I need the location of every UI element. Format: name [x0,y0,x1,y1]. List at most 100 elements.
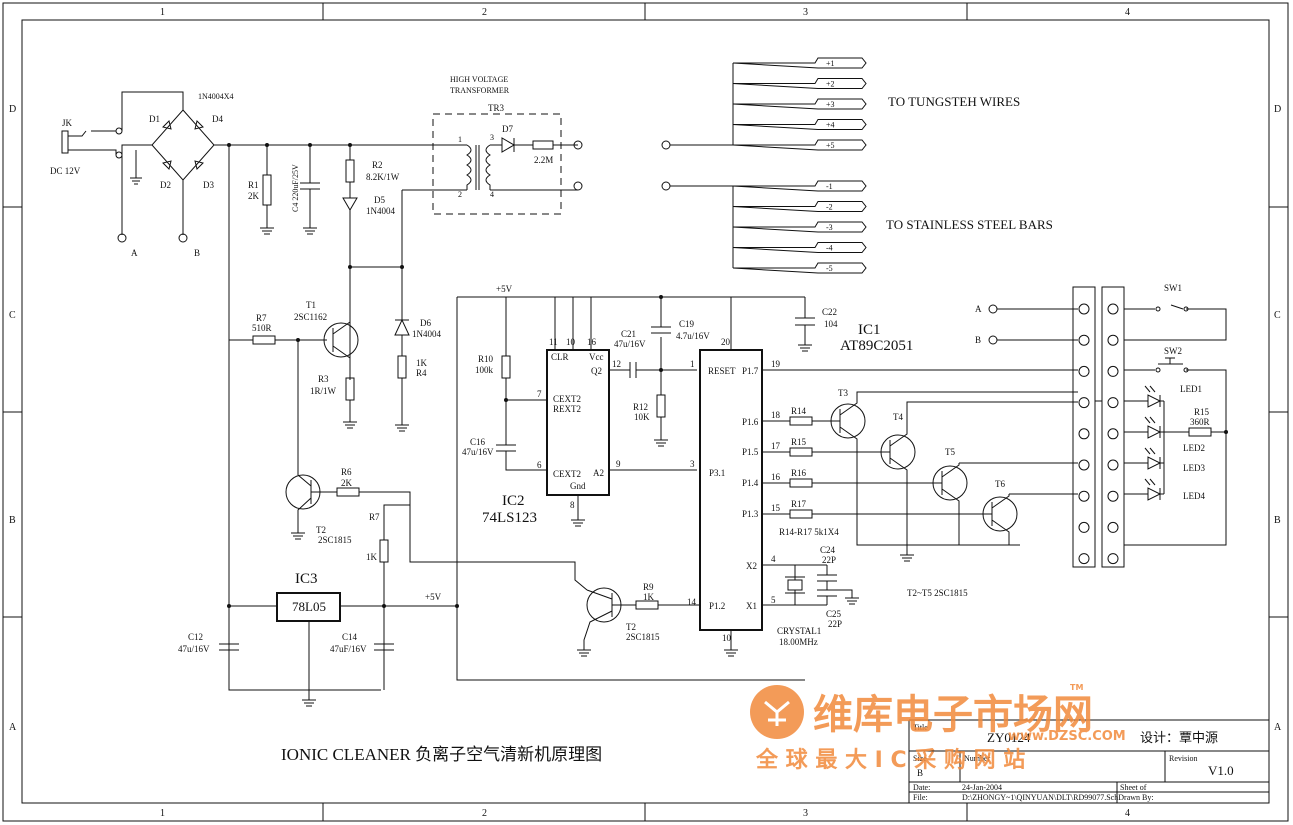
connector-pin [1078,303,1090,315]
p31-pin: P3.1 [709,468,725,478]
r6-resistor [336,487,360,497]
tungsten-wires-label: TO TUNGSTEH WIRES [888,94,1020,109]
ic1-label: IC1 [858,322,881,338]
connector-pin [1107,334,1119,346]
ic1-mcu [699,349,763,631]
led-2 [1124,416,1164,439]
r10-resistor [501,355,511,379]
d6-diode [394,318,410,336]
crystal-label: CRYSTAL1 [777,626,821,636]
port-plus-label: +3 [826,100,835,109]
d7-diode [501,137,578,153]
row-label: D [1274,104,1281,115]
c12-label: C12 [188,632,203,642]
r7b-label: R7 [369,512,380,522]
r15b-value: 360R [1190,417,1210,427]
hv-label-2: TRANSFORMER [450,86,510,95]
tr3-label: TR3 [488,103,505,113]
c14-label: C14 [342,632,358,642]
steel-bars-label: TO STAINLESS STEEL BARS [886,217,1053,232]
row-label: B [9,515,16,526]
t2a-value: 2SC1815 [318,535,352,545]
connector-pin [1078,459,1090,471]
pin-12: 12 [612,359,621,369]
c22-label: C22 [822,307,837,317]
r12-label: R12 [633,402,648,412]
title-value: ZY0124 [987,730,1031,745]
col-label: 1 [160,7,165,18]
p15-pin: P1.5 [742,447,759,457]
port-minus-label: -1 [826,182,833,191]
r12-resistor [656,394,666,418]
port-plus-label: +1 [826,59,835,68]
bridge-diodes [162,120,204,170]
port-minus-label: -4 [826,244,833,253]
left-driver-section: R7 510R T1 2SC1162 R3 1R/1W T2 2SC1815 R… [178,145,588,707]
led4-label: LED4 [1183,491,1205,501]
c14-value: 47uF/16V [330,644,367,654]
sheet-label: Sheet of [1120,783,1147,792]
d6-value: 1N4004 [412,329,441,339]
pin-18: 18 [771,410,781,420]
r16-resistor [789,478,813,488]
clr-pin: CLR [551,352,569,362]
ic2-value: 74LS123 [482,510,537,526]
c24-label: C24 [820,545,836,555]
r1-resistor [262,174,272,206]
port-minus-label: -2 [826,203,833,212]
pin-1-ic1: 1 [690,359,695,369]
connector-pin [1078,521,1090,533]
c19-value: 4.7u/16V [676,331,710,341]
c16-label: C16 [470,437,486,447]
jk-label: JK [62,118,73,128]
d5-value: 1N4004 [366,206,395,216]
port-plus-1 [732,57,867,69]
t2b-label: T2 [626,622,636,632]
connector-pin [1107,365,1119,377]
watermark-url: www.DZSC.COM [1008,729,1126,744]
port-plus-3 [732,98,867,110]
r7a-label: R7 [256,313,267,323]
port-minus-label: -3 [826,223,833,232]
r7a-value: 510R [252,323,272,333]
vcc-pin: Vcc [589,352,604,362]
connector-pin [1107,397,1119,409]
connector-pin [1078,397,1090,409]
t2b-value: 2SC1815 [626,632,660,642]
designer: 设计：覃中源 [1140,730,1218,745]
row-label: B [1274,515,1281,526]
t1-transistor [323,322,359,358]
r4-value: 1K [416,358,428,368]
port-plus-2 [732,78,867,89]
pin-15: 15 [771,503,781,513]
ic3-label: IC3 [295,571,318,587]
col-label: 1 [160,808,165,819]
pin-3: 3 [490,133,494,142]
pin-16: 16 [587,337,597,347]
plus5-rail-label: +5V [496,284,513,294]
r7b-value: 1K [366,552,378,562]
size-value: B [917,768,923,778]
col-label: 4 [1125,808,1130,819]
t3-label: T3 [838,388,848,398]
row-label: A [9,722,17,733]
col-label: 3 [803,7,808,18]
title-block: IONIC CLEANER 负离子空气清新机原理图 Title ZY0124 设… [281,719,1269,803]
r14-label: R14 [791,406,807,416]
port-plus-5 [732,139,867,151]
connector-right [1101,286,1125,568]
p12-pin: P1.2 [709,601,725,611]
pin-14: 14 [687,597,697,607]
row-label: C [9,310,16,321]
ic1-value: AT89C2051 [840,338,913,354]
hv-transformer: HIGH VOLTAGE TRANSFORMER TR3 1 2 3 4 D7 … [432,75,583,215]
port-minus-5 [732,262,867,274]
date-label: Date: [913,783,930,792]
r17-resistor [789,509,813,519]
r-2m2 [532,140,554,150]
p17-pin: P1.7 [742,366,759,376]
plus5-label: +5V [425,592,442,602]
rext2-pin: REXT2 [553,404,581,414]
ic3-value: 78L05 [292,599,326,614]
bridge-label: 1N4004X4 [198,92,234,101]
